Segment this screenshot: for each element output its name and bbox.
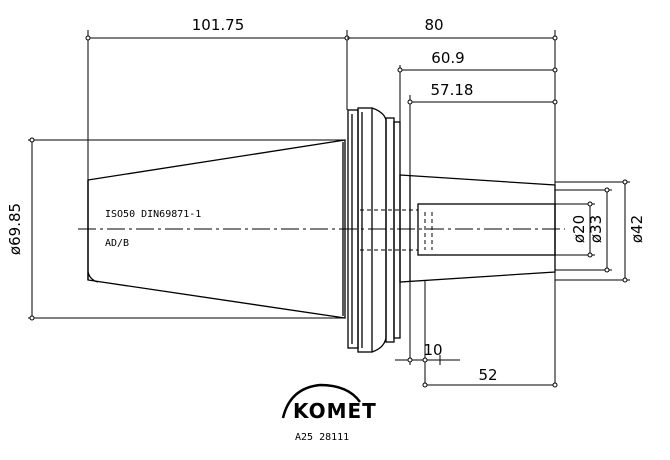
dim-dia-42: ø42 bbox=[628, 215, 646, 243]
dim-52: 52 bbox=[478, 366, 497, 384]
komet-logo: KOMET A25 28111 bbox=[281, 383, 377, 443]
dim-dia-69-85: ø69.85 bbox=[6, 203, 24, 255]
dim-10: 10 bbox=[423, 341, 442, 359]
part-outline bbox=[87, 107, 556, 353]
dimension-lines bbox=[29, 35, 628, 388]
dim-dia-20: ø20 bbox=[570, 215, 588, 243]
part-number: A25 28111 bbox=[295, 432, 349, 443]
dim-60-9: 60.9 bbox=[431, 49, 464, 67]
dim-dia-33: ø33 bbox=[587, 215, 605, 243]
dim-101-75: 101.75 bbox=[192, 16, 245, 34]
form-annotation: AD/B bbox=[105, 238, 129, 249]
extension-lines bbox=[28, 30, 630, 385]
hidden-lines bbox=[360, 209, 433, 251]
dim-57-18: 57.18 bbox=[431, 81, 474, 99]
spec-annotation: ISO50 DIN69871-1 bbox=[105, 209, 201, 220]
brand-logo-text: KOMET bbox=[293, 399, 377, 423]
dim-80: 80 bbox=[424, 16, 443, 34]
